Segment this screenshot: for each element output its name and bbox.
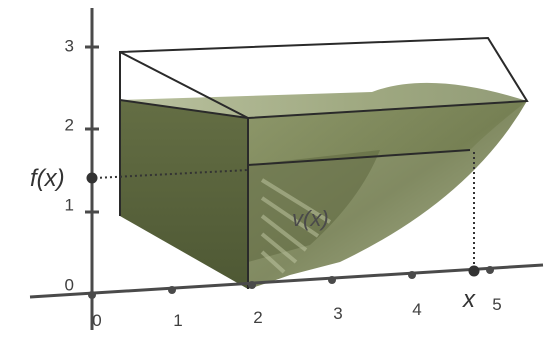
surface-stripes <box>260 178 332 274</box>
surface-main <box>248 101 527 289</box>
y-tick-label-2: 2 <box>65 115 74 134</box>
v-x-label: v(x) <box>292 206 329 231</box>
x-tick-label-5: 5 <box>492 295 501 314</box>
x-variable-label: x <box>462 286 476 313</box>
x-axis-ticks <box>88 266 494 299</box>
x-point <box>468 265 480 277</box>
f-x-point <box>86 172 98 184</box>
y-axis-ticks <box>85 45 99 214</box>
x-tick-label-3: 3 <box>333 304 342 323</box>
surface-shadow-band <box>248 150 380 262</box>
f-x-label: f(x) <box>30 165 65 192</box>
guide-lines <box>94 152 475 271</box>
y-tick-label-0: 0 <box>65 275 74 294</box>
f-x-guide <box>94 169 249 179</box>
box-wireframe <box>119 36 529 289</box>
y-tick-label-3: 3 <box>65 36 74 55</box>
x-tick-label-4: 4 <box>412 300 421 319</box>
axes <box>29 8 544 330</box>
x-tick-label-1: 1 <box>173 311 182 330</box>
volume-front-face <box>120 100 248 289</box>
x-tick-label-2: 2 <box>253 308 262 327</box>
y-tick-label-1: 1 <box>65 195 74 214</box>
x-axis <box>29 263 544 299</box>
x-tick-label-0: 0 <box>92 311 101 330</box>
